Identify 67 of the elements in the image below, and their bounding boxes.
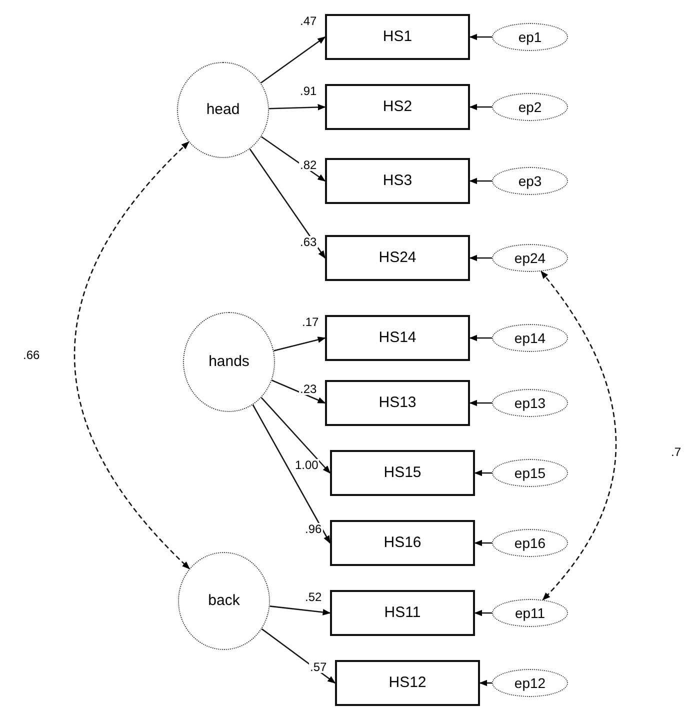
edge-label: .96 [304,523,323,535]
variable-name: HS24 [378,248,416,268]
edge-label: .7 [670,446,682,458]
variable-name: ep16 [514,534,546,553]
edge-label: .57 [309,661,328,673]
covariance-arrow [74,141,190,570]
observed-variable-box [325,315,470,361]
observed-variable-box [325,84,470,130]
variable-name: ep12 [514,674,546,693]
covariance-arrow [540,270,617,600]
arrow [469,104,492,110]
arrow [260,136,326,182]
arrow [274,336,326,352]
arrow [474,540,492,546]
edge-label: .47 [299,15,318,27]
edge-label: .52 [304,591,323,603]
observed-variable-box [335,660,480,706]
variable-name: hands [208,352,250,372]
arrow [469,254,492,262]
observed-variable-box [325,158,470,204]
observed-variable-box [325,380,470,426]
variable-name: HS1 [382,26,412,47]
variable-name: ep1 [518,28,542,47]
variable-name: HS11 [384,602,421,623]
arrow [479,680,492,686]
edge-label: .91 [299,85,318,97]
observed-variable-box [330,520,475,566]
edge-label: .17 [301,316,320,328]
variable-name: ep24 [514,248,546,268]
variable-name: HS14 [378,328,416,348]
arrow [469,34,492,40]
variable-name: HS13 [378,392,416,413]
arrow [260,36,326,84]
arrow [249,148,326,259]
observed-variable-box [325,235,470,281]
edge-label: .23 [299,383,318,395]
variable-name: HS12 [388,672,426,693]
variable-name: HS3 [382,170,412,191]
arrow [474,470,492,476]
arrow [261,628,336,684]
arrow [268,104,326,110]
arrow [270,606,331,616]
variable-name: ep11 [514,604,546,623]
variable-name: ep2 [518,98,542,117]
arrow [469,178,492,184]
arrow [260,397,331,474]
edge-label: 1.00 [294,459,320,471]
variable-name: HS16 [384,532,422,553]
arrow [469,400,492,406]
variable-name: ep14 [514,328,546,348]
arrow [474,610,492,616]
edge-label: .63 [299,236,318,248]
variable-name: ep3 [518,172,542,191]
variable-name: ep15 [514,464,546,483]
arrow [272,380,326,404]
variable-name: HS15 [384,462,422,483]
edge-label: .66 [22,349,41,361]
arrow [469,334,492,342]
observed-variable-box [330,450,475,496]
observed-variable-box [325,14,470,60]
variable-name: ep13 [514,394,546,413]
variable-name: head [206,100,240,120]
variable-name: back [208,590,240,611]
edge-label: .82 [299,159,318,171]
variable-name: HS2 [382,96,412,117]
observed-variable-box [330,590,475,636]
arrow [252,404,331,544]
